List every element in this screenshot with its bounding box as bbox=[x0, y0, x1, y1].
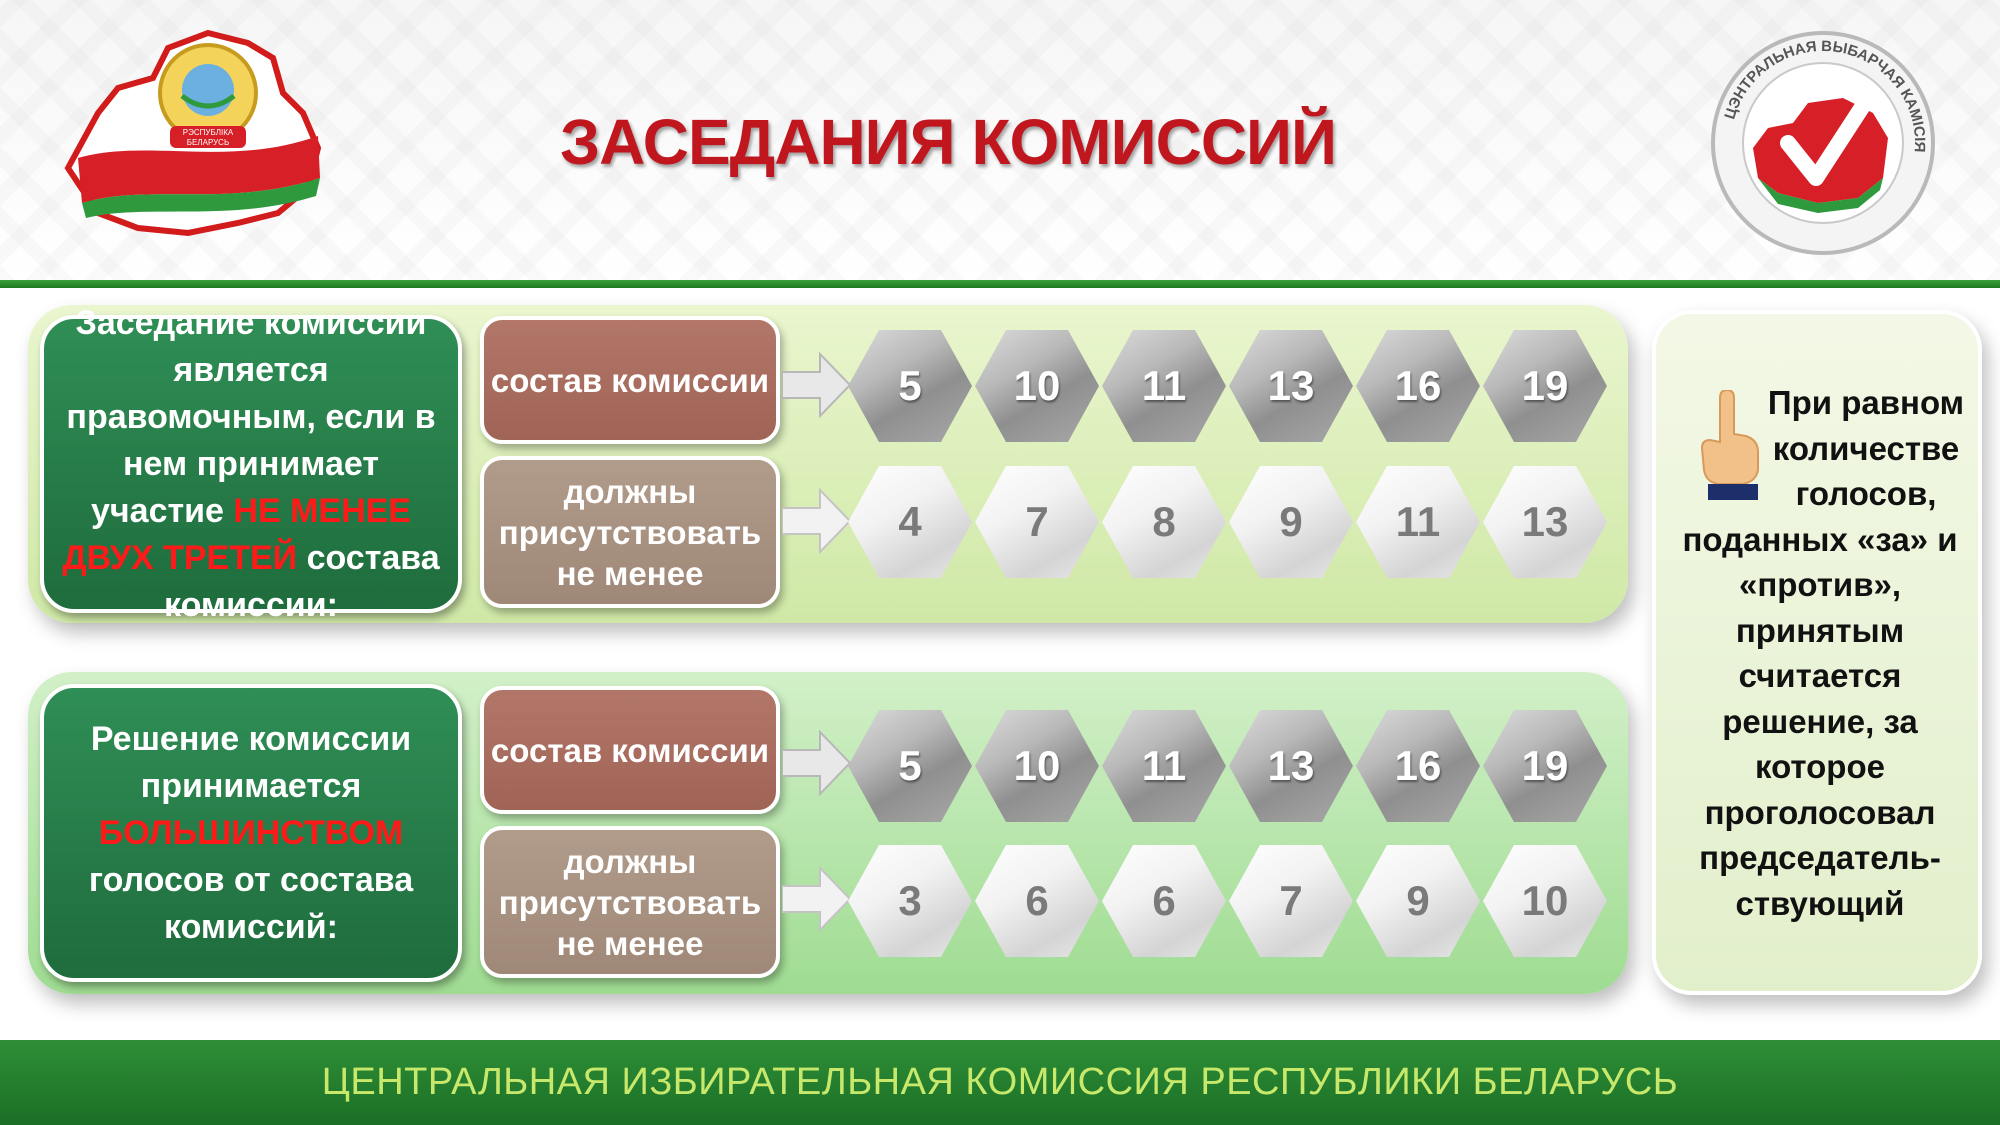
majority-min-row: 3 6 6 7 9 10 bbox=[848, 845, 1608, 963]
hex-value: 5 bbox=[848, 330, 972, 442]
quorum-rule-text-end: состава комиссии: bbox=[164, 538, 440, 624]
hex-value: 11 bbox=[1356, 466, 1480, 578]
ornament-background bbox=[0, 0, 2000, 285]
arrow-right-icon bbox=[782, 730, 852, 796]
arrow-right-icon bbox=[782, 352, 852, 418]
hex-value: 13 bbox=[1483, 466, 1607, 578]
hex-value: 11 bbox=[1102, 710, 1226, 822]
quorum-rule-text-start: Заседание комиссии является правомочным,… bbox=[66, 303, 436, 530]
hex-value: 4 bbox=[848, 466, 972, 578]
hex-value: 19 bbox=[1483, 710, 1607, 822]
hex-value: 19 bbox=[1483, 330, 1607, 442]
hex-value: 10 bbox=[1483, 845, 1607, 957]
majority-size-label: состав комиссии bbox=[480, 686, 780, 814]
quorum-size-row: 5 10 11 13 16 19 bbox=[848, 330, 1608, 448]
hex-value: 7 bbox=[1229, 845, 1353, 957]
hex-value: 6 bbox=[1102, 845, 1226, 957]
emblem-ribbon-text-bottom: БЕЛАРУСЬ bbox=[187, 138, 229, 147]
tie-rule-note bbox=[1652, 310, 1982, 995]
quorum-rule-highlight: НЕ МЕНЕЕ ДВУХ ТРЕТЕЙ bbox=[62, 491, 411, 577]
quorum-min-row: 4 7 8 9 11 13 bbox=[848, 466, 1608, 584]
hex-value: 9 bbox=[1229, 466, 1353, 578]
emblem-belarus: РЭСПУБЛІКА БЕЛАРУСЬ bbox=[64, 29, 322, 237]
majority-rule-text-end: голосов от состава комиссий: bbox=[88, 860, 414, 946]
hex-value: 9 bbox=[1356, 845, 1480, 957]
emblem-ribbon-text-top: РЭСПУБЛІКА bbox=[183, 128, 234, 137]
majority-rule-highlight: БОЛЬШИНСТВОМ bbox=[98, 813, 404, 852]
header-divider bbox=[0, 280, 2000, 288]
footer-bar: ЦЕНТРАЛЬНАЯ ИЗБИРАТЕЛЬНАЯ КОМИССИЯ РЕСПУ… bbox=[0, 1040, 2000, 1125]
page-title: ЗАСЕДАНИЯ КОМИССИЙ bbox=[560, 106, 1337, 178]
hex-value: 10 bbox=[975, 710, 1099, 822]
hex-value: 11 bbox=[1102, 330, 1226, 442]
election-commission-logo: ЦЭНТРАЛЬНАЯ ВЫБАРЧАЯ КАМІСІЯ bbox=[1711, 31, 1935, 255]
hex-value: 8 bbox=[1102, 466, 1226, 578]
tie-rule-text: При равном количестве голосов, поданных … bbox=[1660, 380, 1980, 926]
footer-text: ЦЕНТРАЛЬНАЯ ИЗБИРАТЕЛЬНАЯ КОМИССИЯ РЕСПУ… bbox=[321, 1061, 1679, 1103]
majority-rule-box: Решение комиссии принимается БОЛЬШИНСТВО… bbox=[40, 684, 462, 982]
majority-size-row: 5 10 11 13 16 19 bbox=[848, 710, 1608, 828]
hex-value: 16 bbox=[1356, 710, 1480, 822]
quorum-min-label: должны присутствовать не менее bbox=[480, 456, 780, 608]
hex-value: 13 bbox=[1229, 710, 1353, 822]
tie-rule-text-first: При равном количестве голосов, bbox=[1767, 384, 1965, 512]
hex-value: 6 bbox=[975, 845, 1099, 957]
hex-value: 16 bbox=[1356, 330, 1480, 442]
hex-value: 13 bbox=[1229, 330, 1353, 442]
hex-value: 7 bbox=[975, 466, 1099, 578]
arrow-right-icon bbox=[782, 866, 852, 932]
arrow-right-icon bbox=[782, 488, 852, 554]
majority-rule-text-start: Решение комиссии принимается bbox=[90, 719, 412, 805]
hex-value: 10 bbox=[975, 330, 1099, 442]
quorum-size-label: состав комиссии bbox=[480, 316, 780, 444]
majority-min-label: должны присутствовать не менее bbox=[480, 826, 780, 978]
hex-value: 3 bbox=[848, 845, 972, 957]
tie-rule-text-rest: поданных «за» и «против», принятым счита… bbox=[1682, 520, 1958, 922]
hex-value: 5 bbox=[848, 710, 972, 822]
quorum-rule-box: Заседание комиссии является правомочным,… bbox=[40, 304, 462, 624]
pointing-hand-icon bbox=[1700, 390, 1759, 500]
